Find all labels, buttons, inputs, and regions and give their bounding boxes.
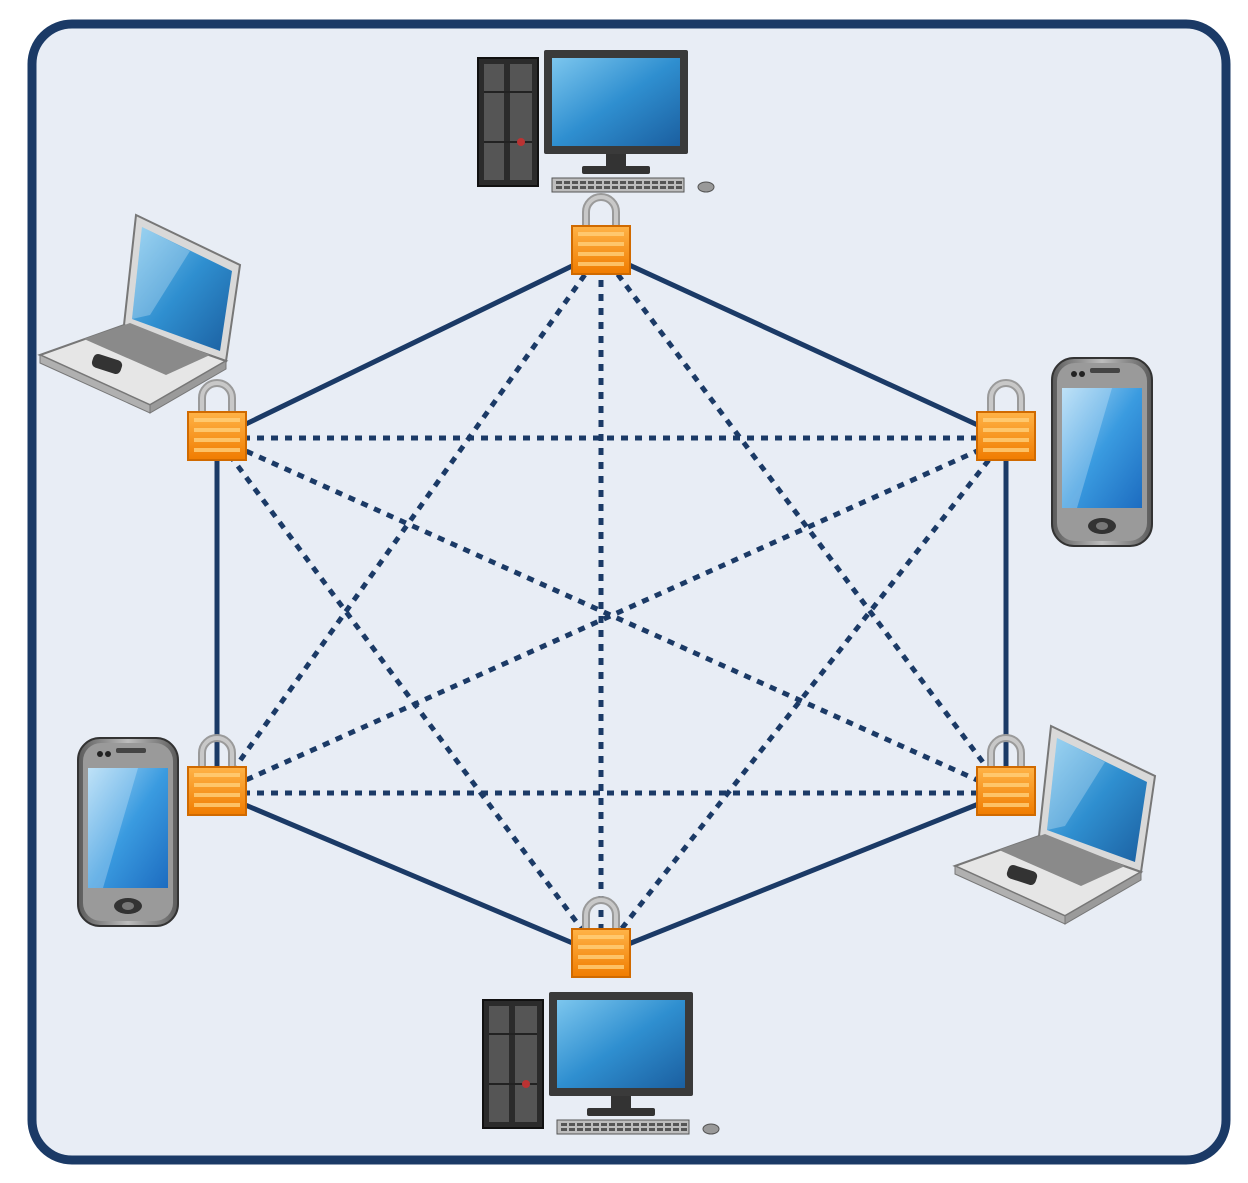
padlock-icon (187, 379, 247, 461)
padlock-icon (976, 734, 1036, 816)
links-layer (214, 249, 1009, 958)
padlock-icon (571, 896, 631, 978)
smartphone-icon (1051, 357, 1153, 547)
padlock-icon (187, 734, 247, 816)
dashed-link (215, 435, 1008, 796)
solid-link (216, 790, 602, 958)
dashed-link (599, 436, 1008, 957)
dashed-link (214, 436, 604, 957)
dashed-link (215, 435, 1008, 796)
desktop-computer-icon (477, 50, 715, 193)
dashed-link (214, 250, 604, 795)
desktop-computer-icon (482, 992, 720, 1135)
locks-layer (187, 193, 1036, 978)
dashed-link (598, 250, 1009, 795)
solid-link (215, 249, 603, 441)
solid-link (599, 249, 1008, 441)
padlock-icon (976, 379, 1036, 461)
laptop-icon (37, 213, 242, 414)
solid-link (600, 790, 1007, 958)
laptop-icon (952, 724, 1157, 925)
smartphone-icon (77, 737, 179, 927)
devices-layer (37, 50, 1157, 1135)
frame (27, 19, 1231, 1165)
padlock-icon (571, 193, 631, 275)
